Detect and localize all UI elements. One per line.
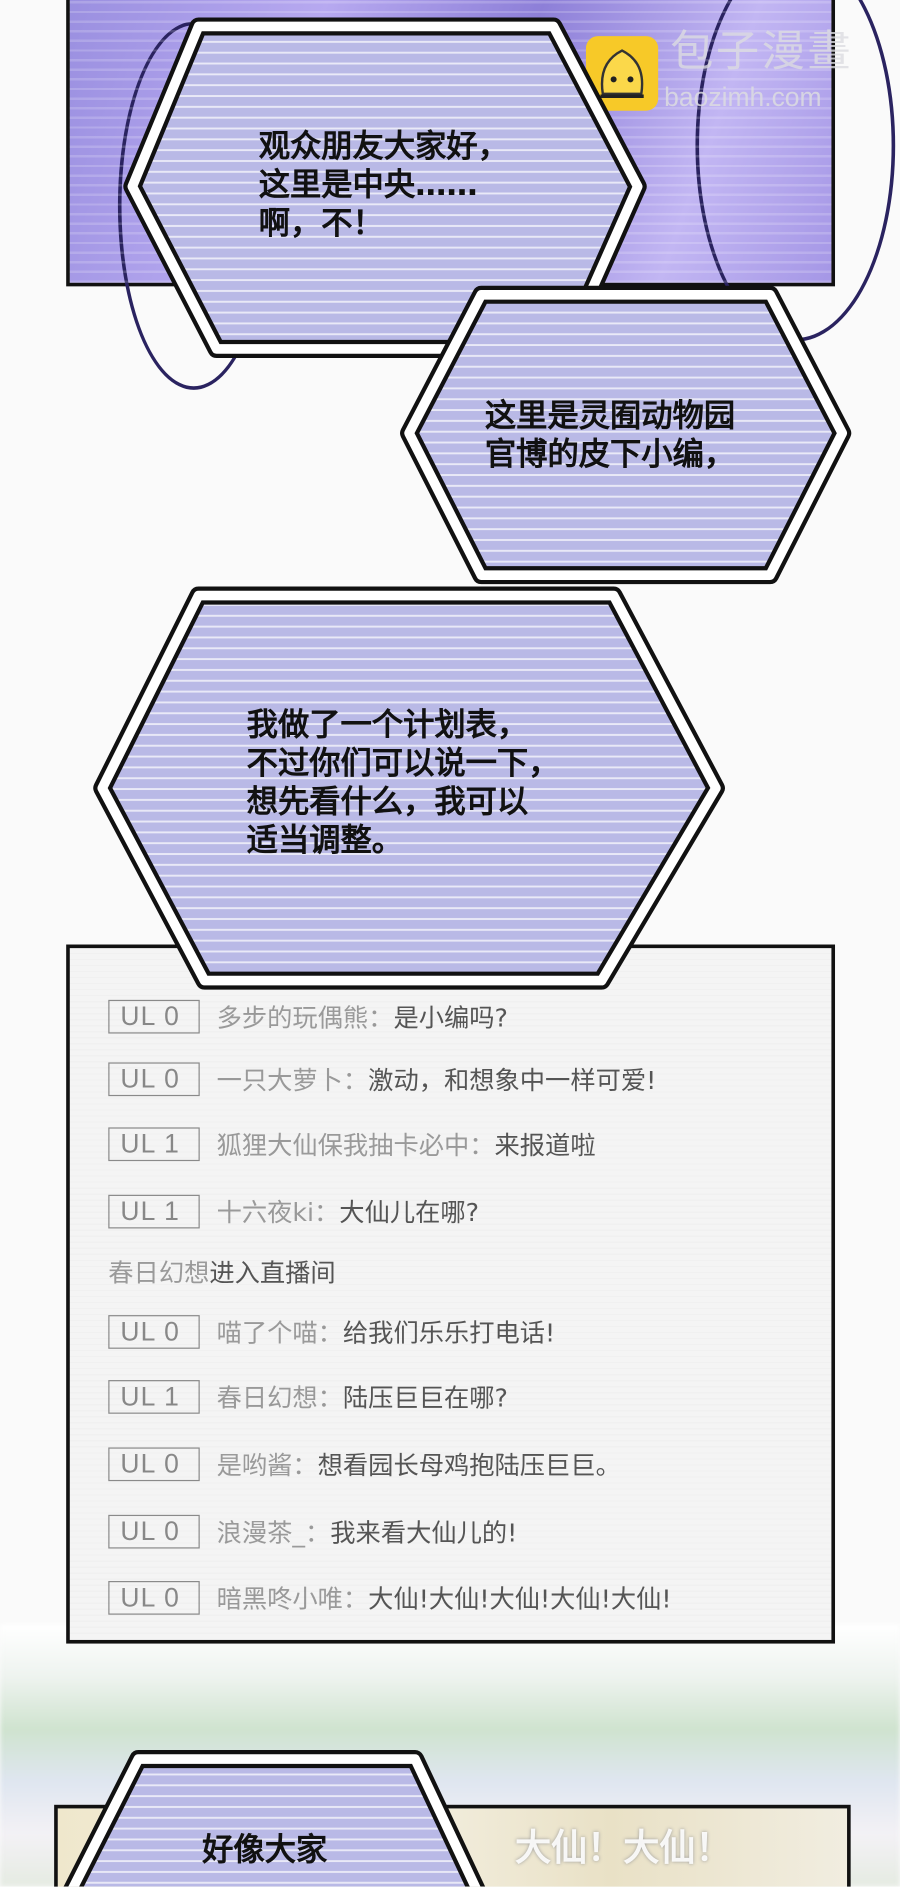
user-level-badge: UL 1 (108, 1380, 200, 1414)
speech-bubble-4 (63, 1750, 486, 1887)
chat-message-text: 激动，和想象中一样可爱! (368, 1066, 657, 1095)
chat-message: UL 1 十六夜ki：大仙儿在哪? (108, 1194, 479, 1230)
bubble-line: 想先看什么，我可以 (246, 784, 529, 821)
user-level-badge: UL 0 (108, 1447, 200, 1482)
chat-message-text: 进入直播间 (209, 1258, 336, 1288)
chat-username: 暗黑咚小唯： (216, 1584, 369, 1614)
user-level-badge: UL 1 (108, 1127, 200, 1162)
chat-message-text: 我来看大仙儿的! (330, 1518, 518, 1548)
chat-message: UL 1 春日幻想：陆压巨巨在哪? (108, 1379, 508, 1415)
watermark-url: baozimh.com (664, 81, 822, 112)
chat-username: 喵了个喵： (216, 1318, 343, 1348)
chat-username: 是哟酱： (216, 1451, 318, 1480)
bubble-line: 适当调整。 (246, 822, 404, 860)
chat-username: 浪漫茶_： (216, 1518, 331, 1548)
chat-message-text: 给我们乐乐打电话! (342, 1318, 556, 1348)
speech-bubble-2 (400, 285, 852, 585)
user-level-badge: UL 0 (108, 1315, 200, 1349)
watermark-title: 包子漫畫 (670, 27, 854, 78)
bubble-line: 我做了一个计划表， (246, 707, 529, 744)
chat-username: 狐狸大仙保我抽卡必中： (216, 1131, 495, 1160)
chat-message-text: 大仙!大仙!大仙!大仙!大仙! (368, 1584, 672, 1614)
chat-system-message: 春日幻想 进入直播间 (108, 1254, 335, 1290)
chat-message: UL 0 浪漫茶_：我来看大仙儿的! (108, 1514, 517, 1550)
bubble-line: 不过你们可以说一下， (246, 745, 560, 783)
user-level-badge: UL 0 (108, 1514, 200, 1549)
user-level-badge: UL 0 (108, 1581, 200, 1615)
bubble-1-text: 观众朋友大家好， 这里是中央…… 啊，不！ (259, 128, 509, 244)
bubble-line: 这里是灵囿动物园 (484, 398, 736, 435)
chat-username: 春日幻想 (108, 1258, 210, 1288)
chat-message: UL 0 暗黑咚小唯：大仙!大仙!大仙!大仙!大仙! (108, 1580, 671, 1616)
chat-message: UL 0 一只大萝卜：激动，和想象中一样可爱! (108, 1061, 656, 1097)
speech-bubble-3 (93, 586, 725, 990)
user-level-badge: UL 0 (108, 1062, 200, 1097)
bubble-line: 观众朋友大家好， (258, 128, 509, 165)
chat-username: 多步的玩偶熊： (216, 1003, 394, 1033)
chat-message: UL 0 喵了个喵：给我们乐乐打电话! (108, 1314, 555, 1350)
chat-username: 一只大萝卜： (216, 1066, 369, 1095)
user-level-badge: UL 0 (108, 999, 200, 1034)
chat-username: 十六夜ki： (216, 1198, 340, 1228)
chat-message: UL 0 是哟酱：想看园长母鸡抱陆压巨巨。 (108, 1446, 621, 1482)
bubble-2-text: 这里是灵囿动物园 官博的皮下小编， (485, 397, 735, 474)
bubble-line: 啊，不！ (258, 205, 384, 242)
bubble-line: 好像大家 (202, 1832, 328, 1869)
bubble-line: 官博的皮下小编， (484, 436, 736, 473)
chat-message-text: 来报道啦 (494, 1131, 596, 1160)
bubble-4-text: 好像大家 (202, 1831, 327, 1870)
chat-username: 春日幻想： (216, 1383, 343, 1413)
chat-message: UL 1 狐狸大仙保我抽卡必中：来报道啦 (108, 1126, 596, 1162)
background-shout-text: 大仙！大仙！ (514, 1827, 732, 1870)
bubble-line: 这里是中央…… (258, 167, 478, 204)
chat-message-text: 想看园长母鸡抱陆压巨巨。 (317, 1451, 621, 1480)
chat-message-text: 陆压巨巨在哪? (342, 1383, 508, 1413)
user-level-badge: UL 1 (108, 1194, 200, 1229)
chat-message: UL 0 多步的玩偶熊：是小编吗? (108, 999, 508, 1035)
chat-message-text: 大仙儿在哪? (339, 1198, 480, 1228)
bubble-3-text: 我做了一个计划表， 不过你们可以说一下， 想先看什么，我可以 适当调整。 (247, 706, 560, 860)
chat-message-text: 是小编吗? (393, 1003, 508, 1033)
